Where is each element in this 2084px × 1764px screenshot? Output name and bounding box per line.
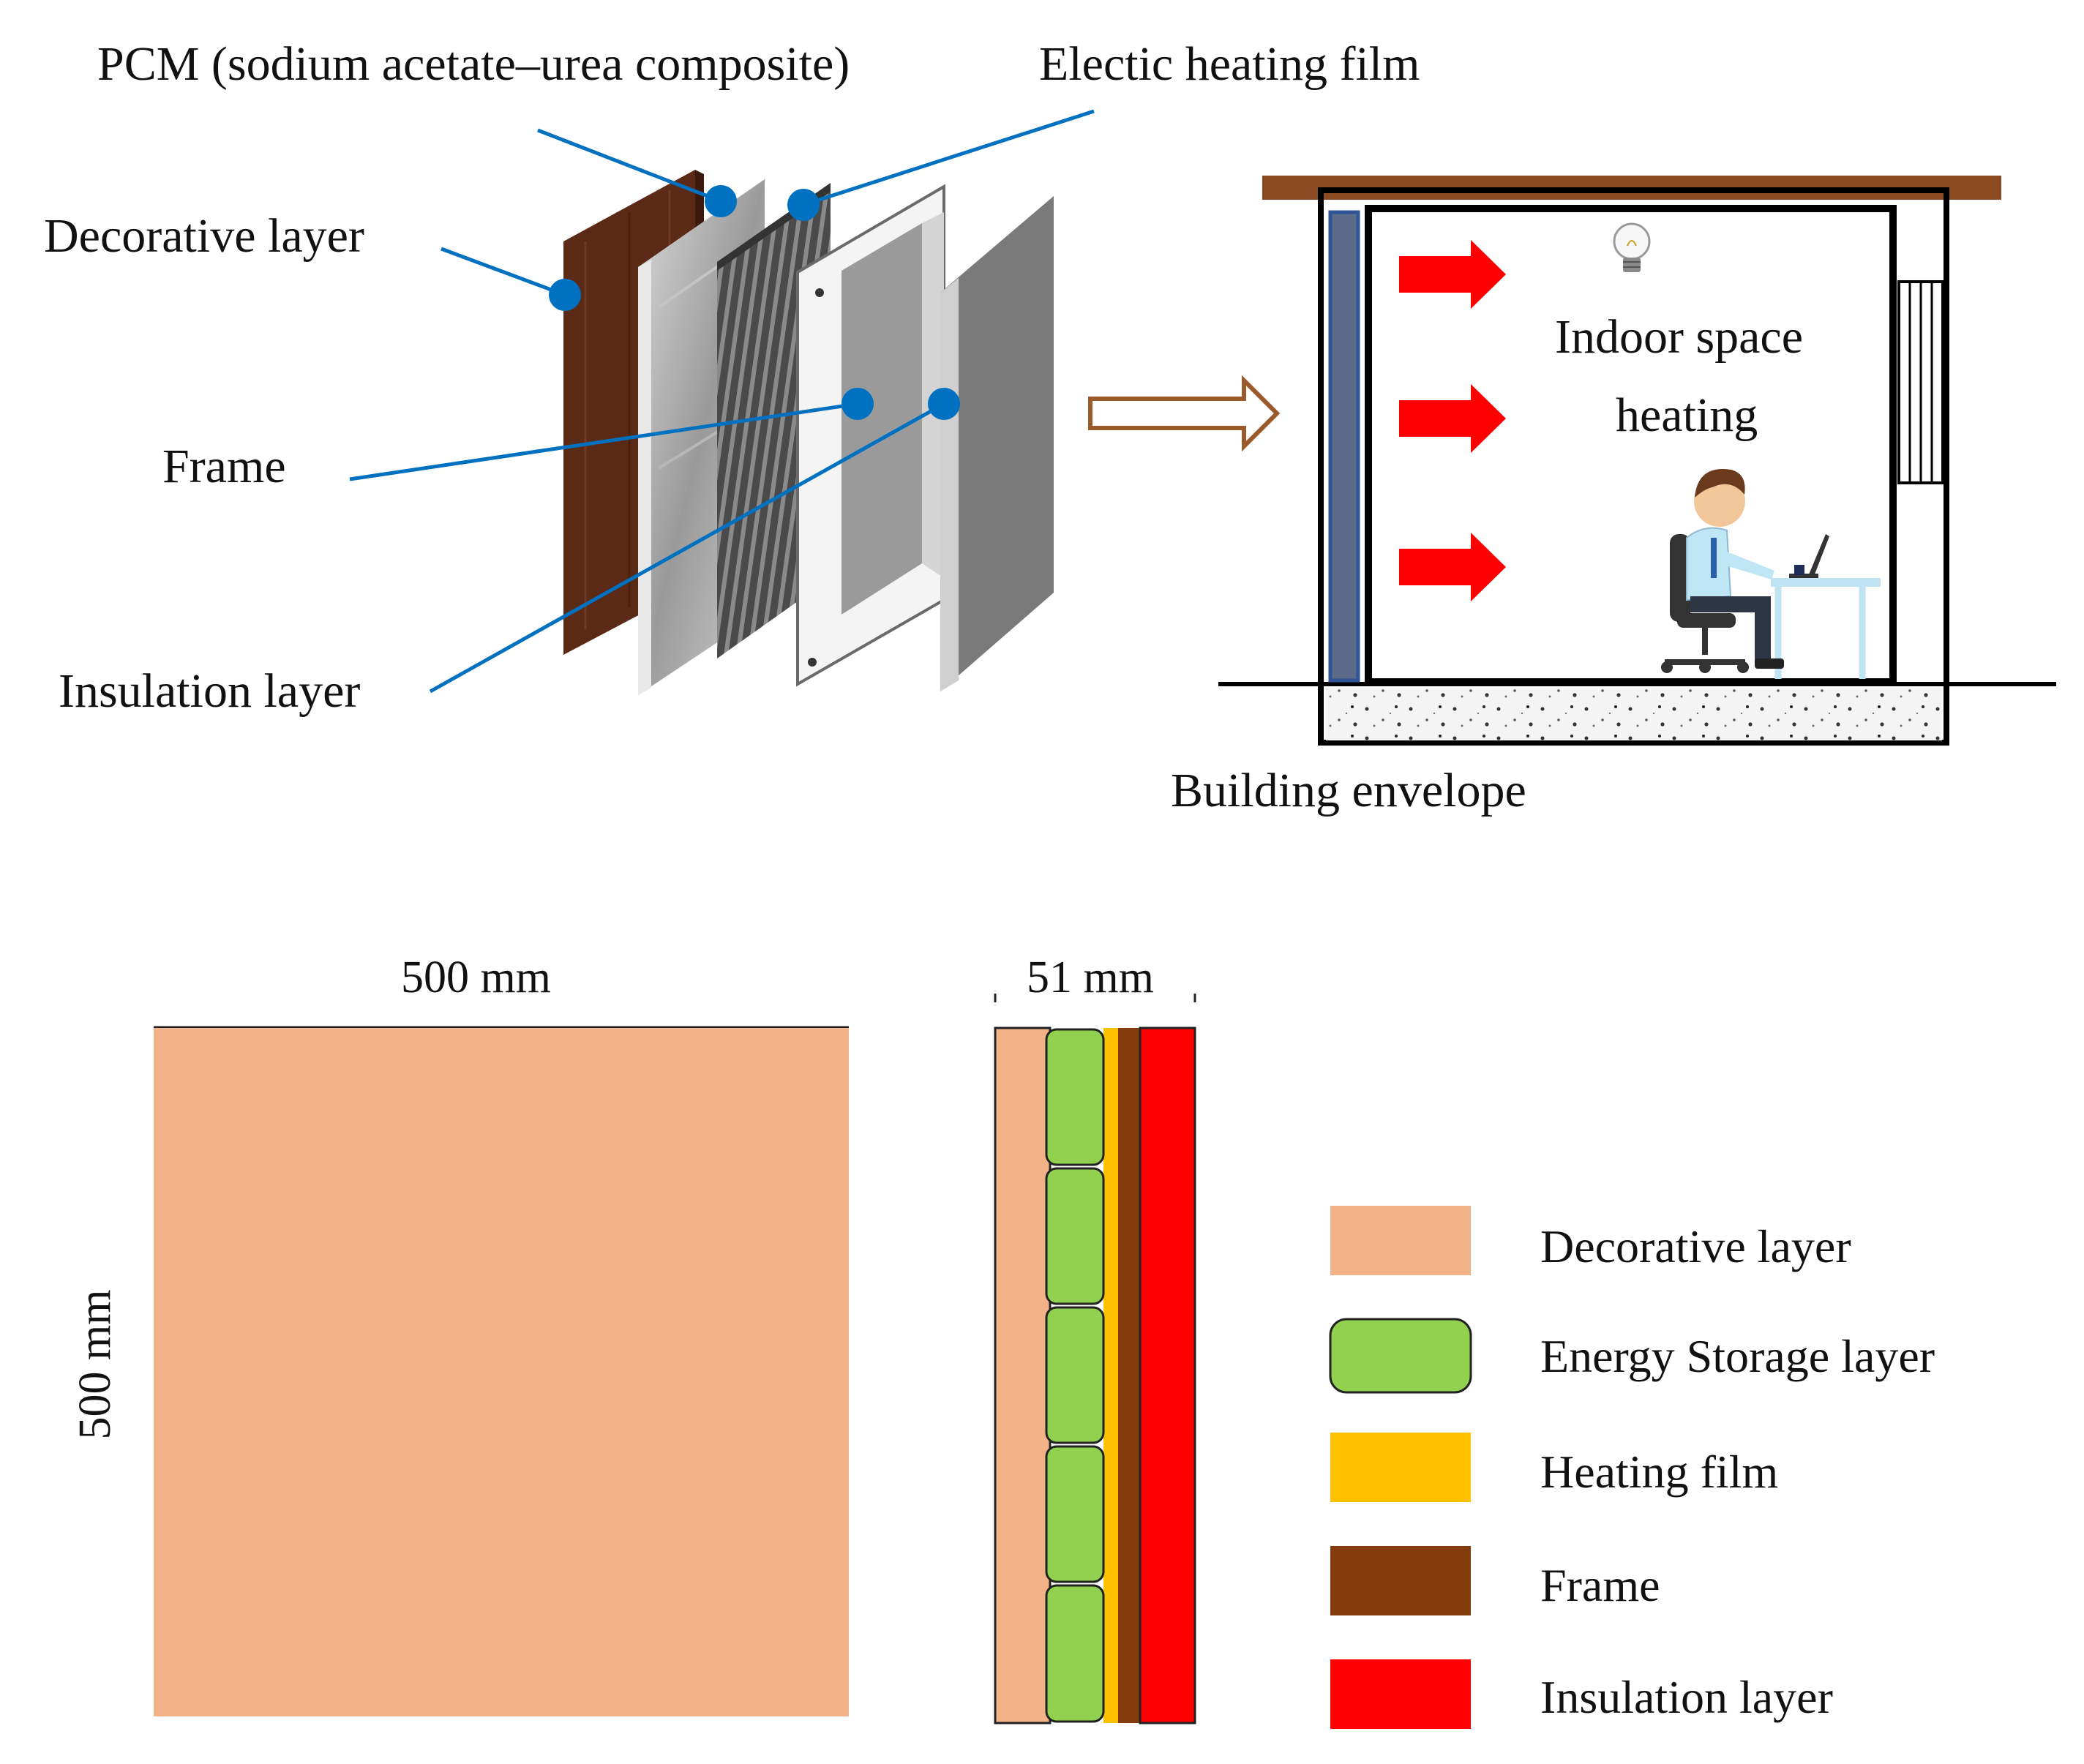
heating-film-leader xyxy=(803,109,1095,207)
front-height-dimension: 500 mm xyxy=(70,1289,120,1440)
room-section xyxy=(1218,176,2056,746)
decorative-leader xyxy=(441,247,566,297)
pcm-dot xyxy=(705,185,737,217)
heating-film-label: Electic heating film xyxy=(1039,37,1420,91)
light-bulb-icon xyxy=(1613,222,1651,272)
heat-arrows xyxy=(1399,240,1506,601)
legend-swatch-energy-storage xyxy=(1329,1318,1472,1394)
heat-arrow-1 xyxy=(1399,240,1506,309)
front-view xyxy=(154,1026,849,1716)
legend-swatch-frame xyxy=(1330,1546,1471,1615)
heating-label: heating xyxy=(1616,389,1758,442)
insulation-dot xyxy=(928,388,960,420)
front-view-square xyxy=(154,1028,849,1716)
transfer-arrow xyxy=(1088,375,1281,452)
frame-leader xyxy=(349,402,858,481)
building-envelope-label: Building envelope xyxy=(1171,764,1526,817)
legend-swatch-insulation xyxy=(1330,1659,1471,1729)
insulation-leader xyxy=(429,402,945,694)
section-frame xyxy=(1118,1028,1140,1723)
frame-dot xyxy=(842,388,874,420)
section-energy-storage-cell xyxy=(1045,1584,1105,1723)
legend-label-insulation: Insulation layer xyxy=(1540,1671,1833,1723)
legend-label-decorative: Decorative layer xyxy=(1540,1220,1851,1272)
heat-arrow-3 xyxy=(1399,533,1506,601)
legend-label-frame: Frame xyxy=(1540,1559,1660,1611)
indoor-space-label: Indoor space xyxy=(1555,310,1804,364)
decorative-dot xyxy=(549,279,581,311)
pcm-label: PCM (sodium acetate–urea composite) xyxy=(97,37,850,91)
person-at-desk-icon xyxy=(1661,469,1881,679)
legend-swatches xyxy=(1329,1206,1472,1729)
heat-arrow-2 xyxy=(1399,384,1506,453)
section-energy-storage-cell xyxy=(1045,1028,1105,1166)
section-energy-storage-cell xyxy=(1045,1167,1105,1305)
section-decorative-layer xyxy=(994,1027,1052,1724)
section-insulation-layer xyxy=(1139,1027,1196,1724)
pcm-leader xyxy=(537,128,721,203)
wall-panel xyxy=(1328,210,1360,683)
decorative-layer-label: Decorative layer xyxy=(44,209,364,263)
legend-label-energy-storage: Energy Storage layer xyxy=(1540,1330,1935,1382)
section-thickness-dimension: 51 mm xyxy=(1027,953,1154,1002)
window xyxy=(1897,280,1944,484)
leader-dots xyxy=(549,185,960,420)
exploded-panel xyxy=(563,170,1054,695)
section-view xyxy=(994,994,1196,1724)
section-energy-storage-cell xyxy=(1045,1306,1105,1444)
frame-label: Frame xyxy=(162,440,286,493)
section-heating-film xyxy=(1103,1028,1118,1723)
front-width-dimension: 500 mm xyxy=(401,953,551,1002)
legend-swatch-heating-film xyxy=(1330,1433,1471,1502)
legend-swatch-decorative xyxy=(1330,1206,1471,1275)
leader-lines xyxy=(349,109,1095,694)
heating-film-dot xyxy=(787,189,820,221)
insulation-layer-label: Insulation layer xyxy=(59,664,361,718)
insulation-board-panel xyxy=(940,196,1054,691)
section-energy-storage-cell xyxy=(1045,1445,1105,1583)
building-envelope-outline xyxy=(1318,187,1949,746)
foundation xyxy=(1326,688,1942,740)
frame-panel xyxy=(796,184,945,687)
legend-label-heating-film: Heating film xyxy=(1540,1446,1779,1498)
